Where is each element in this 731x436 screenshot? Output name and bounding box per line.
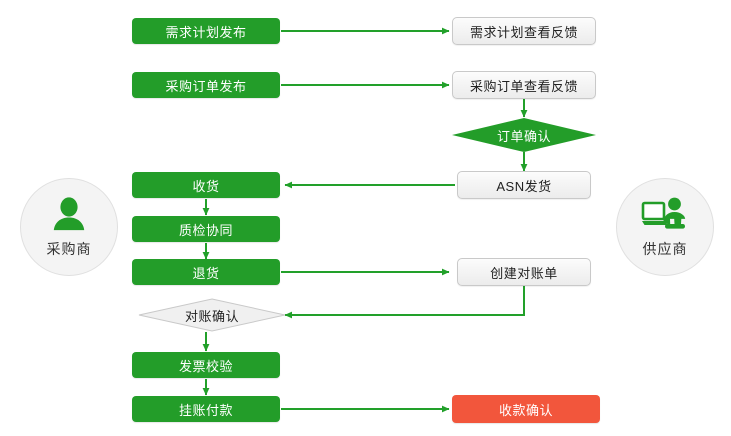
node-po-publish[interactable]: 采购订单发布	[132, 72, 280, 98]
diamond-shape-grey	[138, 298, 286, 332]
node-label: 退货	[192, 265, 220, 281]
node-label: 发票校验	[178, 358, 233, 374]
node-label: 收款确认	[498, 402, 553, 418]
actor-buyer-label: 采购商	[46, 241, 92, 257]
node-invoice-verify[interactable]: 发票校验	[132, 352, 280, 378]
actor-supplier[interactable]: 供应商	[616, 178, 714, 276]
node-statement-confirm[interactable]: 对账确认	[138, 298, 286, 332]
node-asn-ship[interactable]: ASN发货	[457, 171, 591, 199]
actor-supplier-label: 供应商	[642, 241, 688, 257]
node-label: 挂账付款	[178, 402, 233, 418]
node-label: 收货	[192, 178, 220, 194]
node-label: 对账确认	[184, 308, 239, 324]
node-return-goods[interactable]: 退货	[132, 259, 280, 285]
node-label: ASN发货	[496, 178, 552, 194]
node-label: 创建对账单	[490, 265, 558, 281]
diamond-shape-green	[452, 118, 596, 152]
node-po-feedback[interactable]: 采购订单查看反馈	[452, 71, 596, 99]
node-label: 订单确认	[496, 128, 551, 144]
node-demand-plan-publish[interactable]: 需求计划发布	[132, 18, 280, 44]
node-label: 采购订单发布	[165, 78, 247, 94]
node-label: 需求计划查看反馈	[469, 24, 578, 40]
edge-statement-to-confirm	[284, 286, 525, 319]
node-quality-check[interactable]: 质检协同	[132, 216, 280, 242]
node-demand-plan-feedback[interactable]: 需求计划查看反馈	[452, 17, 596, 45]
node-label: 采购订单查看反馈	[469, 78, 578, 94]
node-order-confirm[interactable]: 订单确认	[452, 118, 596, 152]
node-create-statement[interactable]: 创建对账单	[457, 258, 591, 286]
person-at-computer-icon	[641, 197, 686, 229]
node-payable-payment[interactable]: 挂账付款	[132, 396, 280, 422]
node-label: 质检协同	[178, 222, 233, 238]
person-icon	[53, 197, 85, 231]
node-receive-goods[interactable]: 收货	[132, 172, 280, 198]
node-receipt-confirm[interactable]: 收款确认	[452, 395, 600, 423]
actor-buyer[interactable]: 采购商	[20, 178, 118, 276]
node-label: 需求计划发布	[165, 24, 247, 40]
